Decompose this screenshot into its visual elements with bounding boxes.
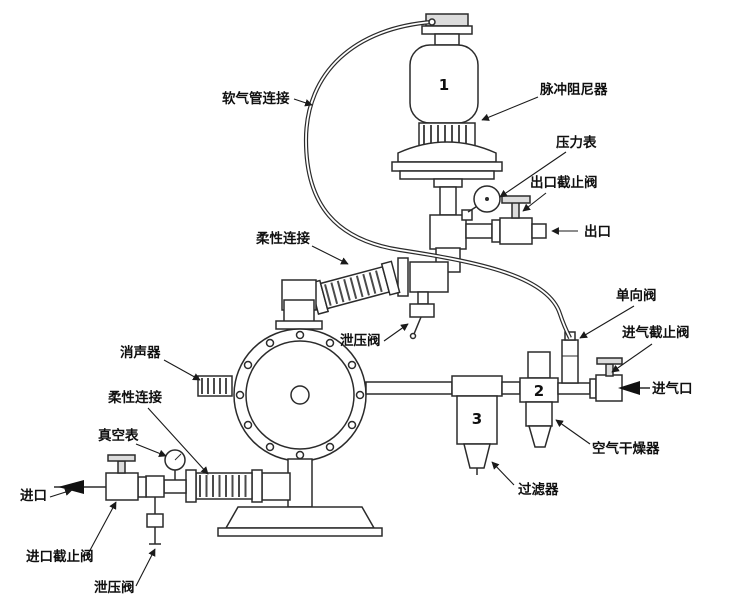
diaphragm-pump: [217, 328, 383, 537]
label-relief-valve-bottom: 泄压阀: [94, 579, 135, 596]
check-valve: [561, 331, 579, 384]
cross-fitting: [429, 214, 467, 250]
dryer-bowl: [528, 425, 552, 448]
label-inlet-stop-valve: 进口截止阀: [26, 548, 94, 565]
leader-relief-bottom: [135, 548, 156, 587]
pump-hub: [290, 385, 310, 405]
leader-flexible-lower: [147, 407, 209, 475]
discharge-piping: [397, 186, 578, 340]
label-pulse-damper: 脉冲阻尼器: [539, 81, 608, 98]
pump-inlet-elbow: [275, 279, 323, 330]
leader-soft-hose: [293, 98, 313, 107]
air-inlet-flow-arrow: [618, 381, 640, 395]
leader-outlet-stop-valve: [522, 192, 547, 212]
leader-vacuum-gauge: [135, 443, 167, 458]
component-numbers: 1 2 3: [439, 76, 544, 428]
label-check-valve: 单向阀: [616, 287, 657, 304]
leader-lines: [49, 96, 653, 587]
label-relief-valve-center: 泄压阀: [340, 332, 381, 349]
leader-air-dryer: [555, 419, 591, 445]
relief-valve-center: [409, 291, 435, 340]
label-flexible-connection-upper: 柔性连接: [255, 230, 310, 247]
label-pressure-gauge: 压力表: [556, 134, 597, 151]
label-air-inlet: 进气口: [652, 380, 693, 397]
discharge-elbow: [409, 261, 449, 293]
air-pipe: [365, 381, 453, 395]
discharge-pipe: [439, 186, 457, 216]
pulse-damper: [391, 13, 503, 188]
label-air-inlet-stop-valve: 进气截止阀: [622, 324, 690, 341]
valve-handle: [596, 357, 623, 365]
bellows-body-lower: [195, 472, 253, 500]
label-outlet-stop-valve: 出口截止阀: [530, 174, 598, 191]
damper-flange: [391, 161, 503, 172]
leader-relief-center: [383, 323, 409, 342]
leader-pressure-gauge: [499, 151, 567, 198]
label-soft-hose-connection: 软气管连接: [222, 90, 290, 107]
flexible-connection-lower: [185, 469, 253, 503]
vacuum-gauge: [164, 449, 186, 480]
relief-lever: [413, 316, 422, 335]
filter-body: [456, 395, 498, 445]
suction-tee: [145, 475, 165, 498]
number-filter: 3: [472, 410, 482, 428]
leader-inlet: [49, 488, 73, 498]
valve-handle: [107, 454, 136, 462]
muffler: [197, 375, 233, 397]
leader-pulse-damper: [481, 96, 539, 121]
filter-unit: [451, 375, 503, 475]
leader-check-valve: [579, 305, 635, 339]
relief-valve-bottom: [146, 497, 164, 545]
pump-bottom-pipe: [287, 458, 313, 508]
outlet-stop-valve: [499, 195, 533, 245]
label-inlet: 进口: [20, 488, 47, 504]
leader-filter: [491, 461, 515, 486]
leader-inlet-stop-valve: [87, 501, 117, 555]
air-dryer-unit: [519, 351, 559, 448]
bellows-body: [319, 265, 391, 310]
leader-muffler: [163, 359, 201, 381]
hose-fitting: [428, 18, 436, 26]
air-supply-line: [365, 331, 650, 475]
label-muffler: 消声器: [120, 344, 161, 361]
pump-base: [224, 506, 376, 529]
number-air-dryer: 2: [534, 382, 544, 400]
labels: 软气管连接 脉冲阻尼器 压力表 出口截止阀 出口 柔性连接 单向阀 进气截止阀 …: [20, 81, 693, 596]
label-outlet: 出口: [584, 223, 611, 240]
pump-base-plate: [217, 527, 383, 537]
label-vacuum-gauge: 真空表: [98, 427, 139, 444]
soft-air-hose: [303, 18, 572, 339]
label-air-dryer: 空气干燥器: [592, 440, 660, 457]
inlet-flow-arrow: [58, 480, 84, 494]
suction-piping: [54, 454, 291, 545]
label-filter: 过滤器: [518, 481, 559, 498]
air-inlet-stop-valve: [589, 357, 623, 402]
leader-flexible-upper: [311, 245, 349, 265]
leader-air-inlet-stop-valve: [611, 343, 653, 373]
pump-bolts: [235, 330, 365, 460]
flexible-connection-upper: [309, 260, 401, 315]
number-pulse-damper: 1: [439, 76, 449, 94]
inlet-stop-valve: [105, 454, 147, 501]
filter-bowl: [463, 443, 491, 469]
valve-handle: [501, 195, 531, 204]
pressure-gauge: [461, 185, 501, 221]
label-flexible-connection-lower: 柔性连接: [107, 389, 162, 406]
damper-dome: [397, 141, 497, 163]
